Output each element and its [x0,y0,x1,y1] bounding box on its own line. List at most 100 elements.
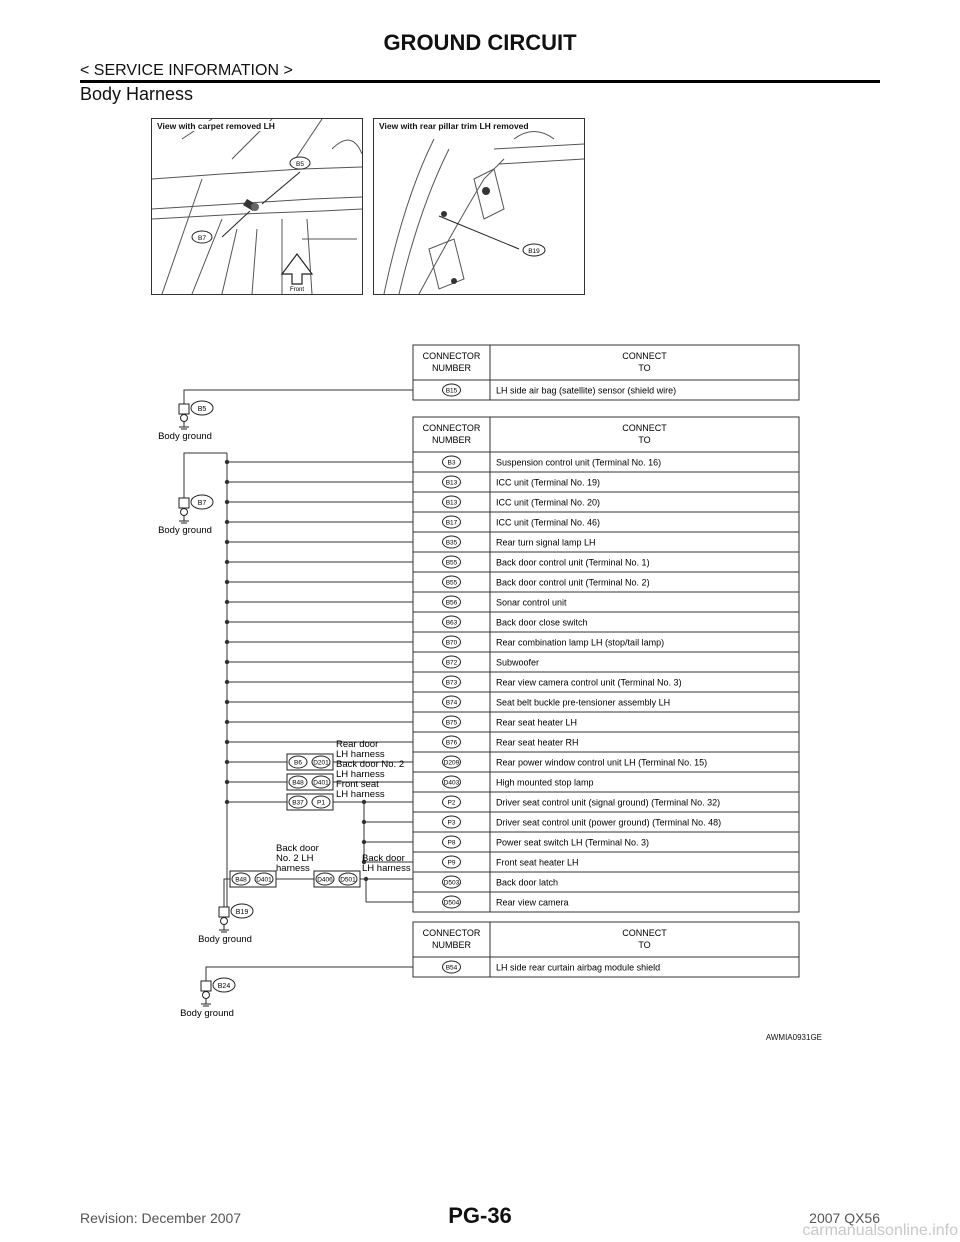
header-connect-1: CONNECT [622,928,667,938]
connector-number: P8 [448,840,456,847]
joint-label-2: LH harness [336,769,385,780]
joint-label-1: Rear door [336,739,378,750]
ground-badge [230,903,254,919]
ground-eyelet-icon [180,508,188,516]
connector-number: B76 [446,740,458,747]
footer-revision: Revision: December 2007 [80,1210,242,1226]
joint-label-2: LH harness [336,749,385,760]
joint-badge [311,775,331,789]
footer-model: 2007 QX56 [809,1210,880,1226]
connect-to-text: Rear view camera [496,898,569,908]
wire-b19 [223,878,230,907]
connect-to-text: LH side rear curtain airbag module shiel… [496,963,660,973]
joint-id-b: D501 [340,877,356,884]
connector-number: P3 [448,820,456,827]
header-connector-1: CONNECTOR [423,423,481,433]
connect-to-text: Front seat heater LH [496,858,579,868]
joint-label-2: LH harness [336,789,385,800]
connect-to-text: Rear combination lamp LH (stop/tail lamp… [496,638,664,648]
connector-number: D209 [444,760,460,767]
joint-badge [338,872,358,886]
connector-number: B13 [446,480,458,487]
connect-to-text: High mounted stop lamp [496,778,594,788]
connector-badge [442,575,461,589]
photo-carpet-drawing: B5 B7 Front [152,119,362,294]
splice-dot [224,599,230,605]
splice-dot [224,559,230,565]
footer-page-number: PG-36 [448,1203,512,1228]
header-connect-2: TO [638,940,650,950]
joint-id-b: D401 [256,877,272,884]
splice-dot [224,739,230,745]
connector-number: B15 [446,388,458,395]
joint-badge [288,755,308,769]
splice-dot [224,679,230,685]
back-door-label: harness [276,863,310,874]
joint-id-a: B6 [294,760,302,767]
photo-pillar-trim-removed: B19 View with rear pillar trim LH remove… [373,118,585,295]
splice-dot [224,779,230,785]
section-heading: Body Harness [80,84,194,104]
connector-badge [442,675,461,689]
photo-pillar-drawing: B19 [383,131,584,294]
connector-badge [442,815,461,829]
joint-badge [315,872,335,886]
wire-b7 [183,452,227,498]
ground-terminal-icon [178,497,190,509]
connector-badge [442,495,461,509]
joint-badge [254,872,274,886]
connector-badge [442,515,461,529]
header-connector-2: NUMBER [432,435,472,445]
table-border [412,344,800,401]
connect-to-text: Rear view camera control unit (Terminal … [496,678,682,688]
connector-badge [442,895,461,909]
connector-number: P9 [448,860,456,867]
splice-dot [224,499,230,505]
wire-b24 [205,966,413,981]
ground-badge [190,400,214,416]
splice-dot [361,819,367,825]
connector-number: D403 [444,780,460,787]
joint-id-b: P1 [317,800,325,807]
photo-carpet-removed: B5 B7 Front View with carpet removed LH [151,118,363,295]
connector-number: B55 [446,580,458,587]
splice-dot [224,519,230,525]
splice-dot [224,639,230,645]
connect-to-text: Rear seat heater RH [496,738,579,748]
joint-id-a: B37 [292,800,304,807]
splice-dot [361,799,367,805]
connector-badge [442,615,461,629]
joint-id-b: D401 [313,780,329,787]
connector-badge [442,655,461,669]
splice-dot [361,859,367,865]
ground-id: B5 [198,406,207,413]
connector-badge [442,715,461,729]
splice-dot [224,719,230,725]
connect-to-text: Driver seat control unit (signal ground)… [496,798,720,808]
header-connect-2: TO [638,435,650,445]
connector-badge [442,755,461,769]
connector-number: B55 [446,560,458,567]
joint-badge [288,795,308,809]
connector-badge [442,455,461,469]
connector-badge [442,855,461,869]
connect-to-text: ICC unit (Terminal No. 19) [496,478,600,488]
joint-label-1: Front seat [336,779,379,790]
ground-badge [190,494,214,510]
table-border [412,416,800,913]
splice-dot [224,759,230,765]
connect-to-text: Back door control unit (Terminal No. 1) [496,558,650,568]
splice-dot [224,479,230,485]
connector-badge [442,383,461,397]
header-rule [80,80,880,83]
connector-number: B54 [446,965,458,972]
splice-dot [224,459,230,465]
callout-b19: B19 [528,248,540,255]
splice-dot [363,876,369,882]
